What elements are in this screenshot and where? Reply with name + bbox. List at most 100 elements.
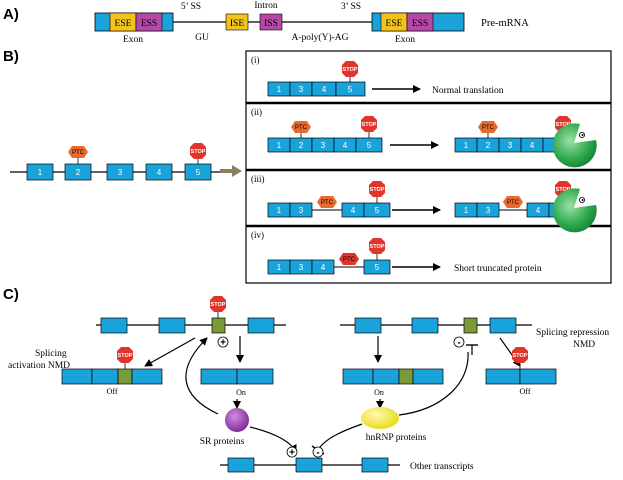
plus-circle-icon (217, 336, 229, 348)
section-a-label: A) (3, 6, 19, 23)
three-prime-ss-label: 3’ SS (341, 2, 361, 12)
five-prime-ss-label: 5’ SS (181, 2, 201, 12)
gene-num-3: 3 (118, 168, 123, 177)
exonuclease-pacman-icon-2 (552, 188, 597, 233)
iss-box (259, 13, 283, 31)
stop-label-ii: STOP (362, 122, 377, 128)
i-num-4: 4 (322, 85, 327, 94)
ii-deg-num-3: 3 (508, 141, 513, 150)
ptc-marker-iv (339, 253, 359, 265)
iii-num-4: 4 (351, 206, 356, 215)
iv-num-3: 3 (299, 263, 304, 272)
iii-deg-num-3: 3 (486, 206, 491, 215)
stop-label-c-left: STOP (211, 302, 226, 308)
ptc-label-ii-deg: PTC (482, 125, 495, 131)
ii-deg-num-2: 2 (486, 141, 491, 150)
ii-num-5: 5 (367, 141, 372, 150)
gene-exon-1 (26, 163, 54, 181)
ptc-label-iv: PTC (343, 257, 356, 263)
premrna-label: Pre-mRNA (481, 18, 529, 29)
ii-num-4: 4 (343, 141, 348, 150)
ptc-label: PTC (72, 150, 85, 156)
transcript-iv: 1 3 4 5 PTC STOP (267, 238, 391, 275)
short-truncated-protein-label: Short truncated protein (454, 264, 542, 274)
normal-translation-label: Normal translation (432, 86, 504, 96)
repression-on-transcript: On (342, 368, 444, 397)
panel-iv-label: (iv) (251, 230, 264, 240)
stop-label-iii-deg: STOP (556, 187, 571, 193)
exon-left-label: Exon (123, 35, 143, 45)
ptc-marker-ii-deg (478, 121, 498, 133)
iii-deg-num-1: 1 (464, 206, 469, 215)
minus-sign-1: - (457, 338, 460, 349)
iii-deg-num-4: 4 (536, 206, 541, 215)
ii-num-1: 1 (277, 141, 282, 150)
ii-deg-num-4: 4 (530, 141, 535, 150)
stop-label-ii-deg: STOP (556, 122, 571, 128)
iv-num-1: 1 (277, 263, 282, 272)
transcript-iii: 1 3 4 5 PTC STOP (267, 181, 391, 218)
ag-label: A-poly(Y)-AG (292, 32, 349, 43)
stop-label-iv: STOP (370, 244, 385, 250)
on-label-right: On (374, 388, 384, 397)
outcomes-panel: (i) 1 3 4 5 STOP Normal translation (ii)… (245, 50, 612, 284)
stop-sign-off-left (117, 347, 133, 363)
panel-iii-label: (iii) (251, 174, 265, 184)
stop-sign-i (342, 61, 358, 77)
ptc-marker-iii (317, 196, 337, 208)
ptc-marker-ii (291, 121, 311, 133)
sr-protein-blob (225, 408, 249, 432)
transcript-iii-degraded: 1 3 4 5 PTC STOP (454, 181, 597, 233)
hnrnp-protein-blob (361, 407, 399, 429)
ise-box (225, 13, 249, 31)
stop-label-i: STOP (343, 67, 358, 73)
splicing-activation-gene: STOP + (96, 296, 286, 349)
hnrnp-proteins-label: hnRNP proteins (366, 433, 427, 443)
ess-label-left: ESS (141, 19, 157, 29)
on-label-left: On (236, 388, 246, 397)
other-transcripts-label: Other transcripts (410, 462, 474, 472)
plus-sign-2: + (289, 448, 295, 459)
stop-sign-off-right (512, 347, 528, 363)
transcript-ii: 1 2 3 4 5 PTC STOP (267, 116, 383, 153)
i-num-3: 3 (299, 85, 304, 94)
gene-num-4: 4 (157, 168, 162, 177)
stop-label-off-left: STOP (118, 353, 133, 359)
right-arrow-icon (220, 165, 242, 177)
ii-deg-num-1: 1 (464, 141, 469, 150)
stop-label-off-right: STOP (513, 353, 528, 359)
exonuclease-pacman-icon (552, 123, 597, 168)
i-num-5: 5 (348, 85, 353, 94)
splicing-activation-label-1: Splicing (35, 349, 67, 359)
ii-num-3: 3 (321, 141, 326, 150)
stop-sign-ii (361, 116, 377, 132)
gene-structure: 1 2 3 4 5 PTC STOP (10, 143, 225, 181)
iv-num-5: 5 (375, 263, 380, 272)
alternative-exon-right (463, 317, 478, 334)
ptc-label-ii: PTC (295, 125, 308, 131)
gu-label: GU (195, 33, 209, 43)
ess-label-right: ESS (412, 19, 428, 29)
i-num-1: 1 (277, 85, 282, 94)
stop-sign-iii (369, 181, 385, 197)
gene-exon-3 (106, 163, 134, 181)
plus-sign-1: + (220, 338, 226, 349)
premrna-diagram: ESE ESS ISE ISS ESE ESS 5’ SS Intron 3’ … (94, 1, 529, 45)
gene-num-2: 2 (76, 168, 81, 177)
splicing-repression-label-1: Splicing repression (536, 328, 609, 338)
ess-box-right (406, 12, 434, 32)
iii-num-1: 1 (277, 206, 282, 215)
ii-num-2: 2 (299, 141, 304, 150)
repression-off-transcript: STOP Off (485, 347, 557, 396)
ise-label: ISE (230, 19, 244, 29)
panel-ii-label: (ii) (251, 107, 262, 117)
minus-sign-2: - (316, 448, 319, 459)
intron-label: Intron (254, 1, 277, 11)
section-b-label: B) (3, 48, 19, 65)
transcript-i: 1 3 4 5 STOP (267, 61, 366, 97)
sr-proteins-label: SR proteins (200, 437, 245, 447)
alternative-exon-left (211, 317, 226, 334)
section-c-label: C) (3, 286, 19, 303)
ptc-marker-iii-deg (503, 196, 523, 208)
